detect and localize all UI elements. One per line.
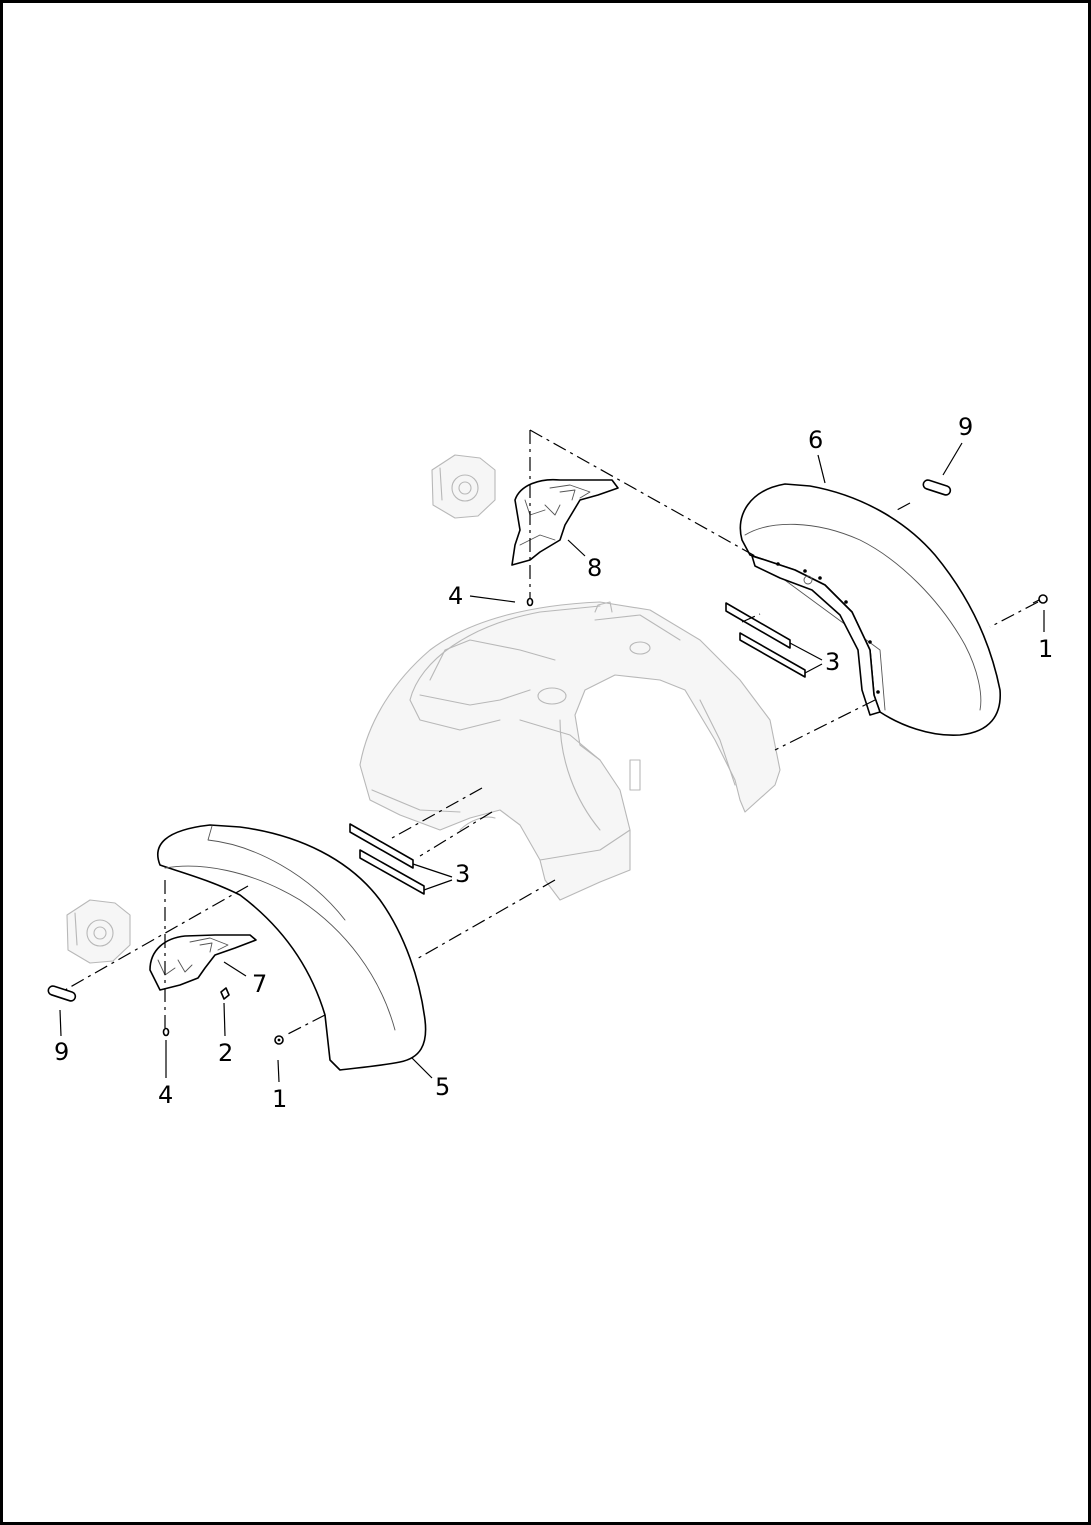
strip-right-upper bbox=[725, 602, 791, 649]
callout-2: 2 bbox=[218, 1039, 233, 1067]
strip-left-lower bbox=[359, 849, 425, 895]
strip-right-lower bbox=[739, 632, 806, 678]
callout-3-right: 3 bbox=[825, 648, 840, 676]
callout-9-right: 9 bbox=[958, 413, 973, 441]
saddlebag-body-ghost bbox=[359, 601, 781, 901]
clip-2 bbox=[220, 987, 230, 1000]
reflector-housing-top-ghost bbox=[431, 454, 496, 519]
callout-6: 6 bbox=[808, 426, 823, 454]
screw-right bbox=[1032, 594, 1048, 604]
callout-9-left: 9 bbox=[54, 1038, 69, 1066]
nut-top bbox=[526, 597, 534, 607]
callout-4-bottom: 4 bbox=[158, 1081, 173, 1109]
strip-left-upper bbox=[349, 823, 414, 869]
reflector-right bbox=[922, 479, 952, 496]
nut-bottom bbox=[162, 1027, 170, 1037]
exploded-parts-diagram: 9 6 8 4 3 1 3 7 9 2 4 1 5 bbox=[47, 413, 1053, 1113]
callout-8: 8 bbox=[587, 554, 602, 582]
saddlebag-lid-right bbox=[739, 483, 1001, 736]
reflector-left bbox=[47, 985, 77, 1002]
leader-lines bbox=[59, 442, 1045, 1083]
saddlebag-lid-left bbox=[157, 824, 427, 1071]
bracket-top bbox=[511, 478, 619, 566]
callout-3-left: 3 bbox=[455, 860, 470, 888]
screw-left bbox=[274, 1035, 284, 1045]
bracket-bottom bbox=[149, 934, 257, 991]
callout-labels: 9 6 8 4 3 1 3 7 9 2 4 1 5 bbox=[54, 413, 1053, 1113]
callout-1-right: 1 bbox=[1038, 635, 1053, 663]
assembly-lines bbox=[64, 429, 1039, 1037]
callout-5: 5 bbox=[435, 1073, 450, 1101]
callout-1-left: 1 bbox=[272, 1085, 287, 1113]
callout-7: 7 bbox=[252, 970, 267, 998]
callout-4-top: 4 bbox=[448, 582, 463, 610]
reflector-housing-bottom-ghost bbox=[66, 899, 131, 964]
